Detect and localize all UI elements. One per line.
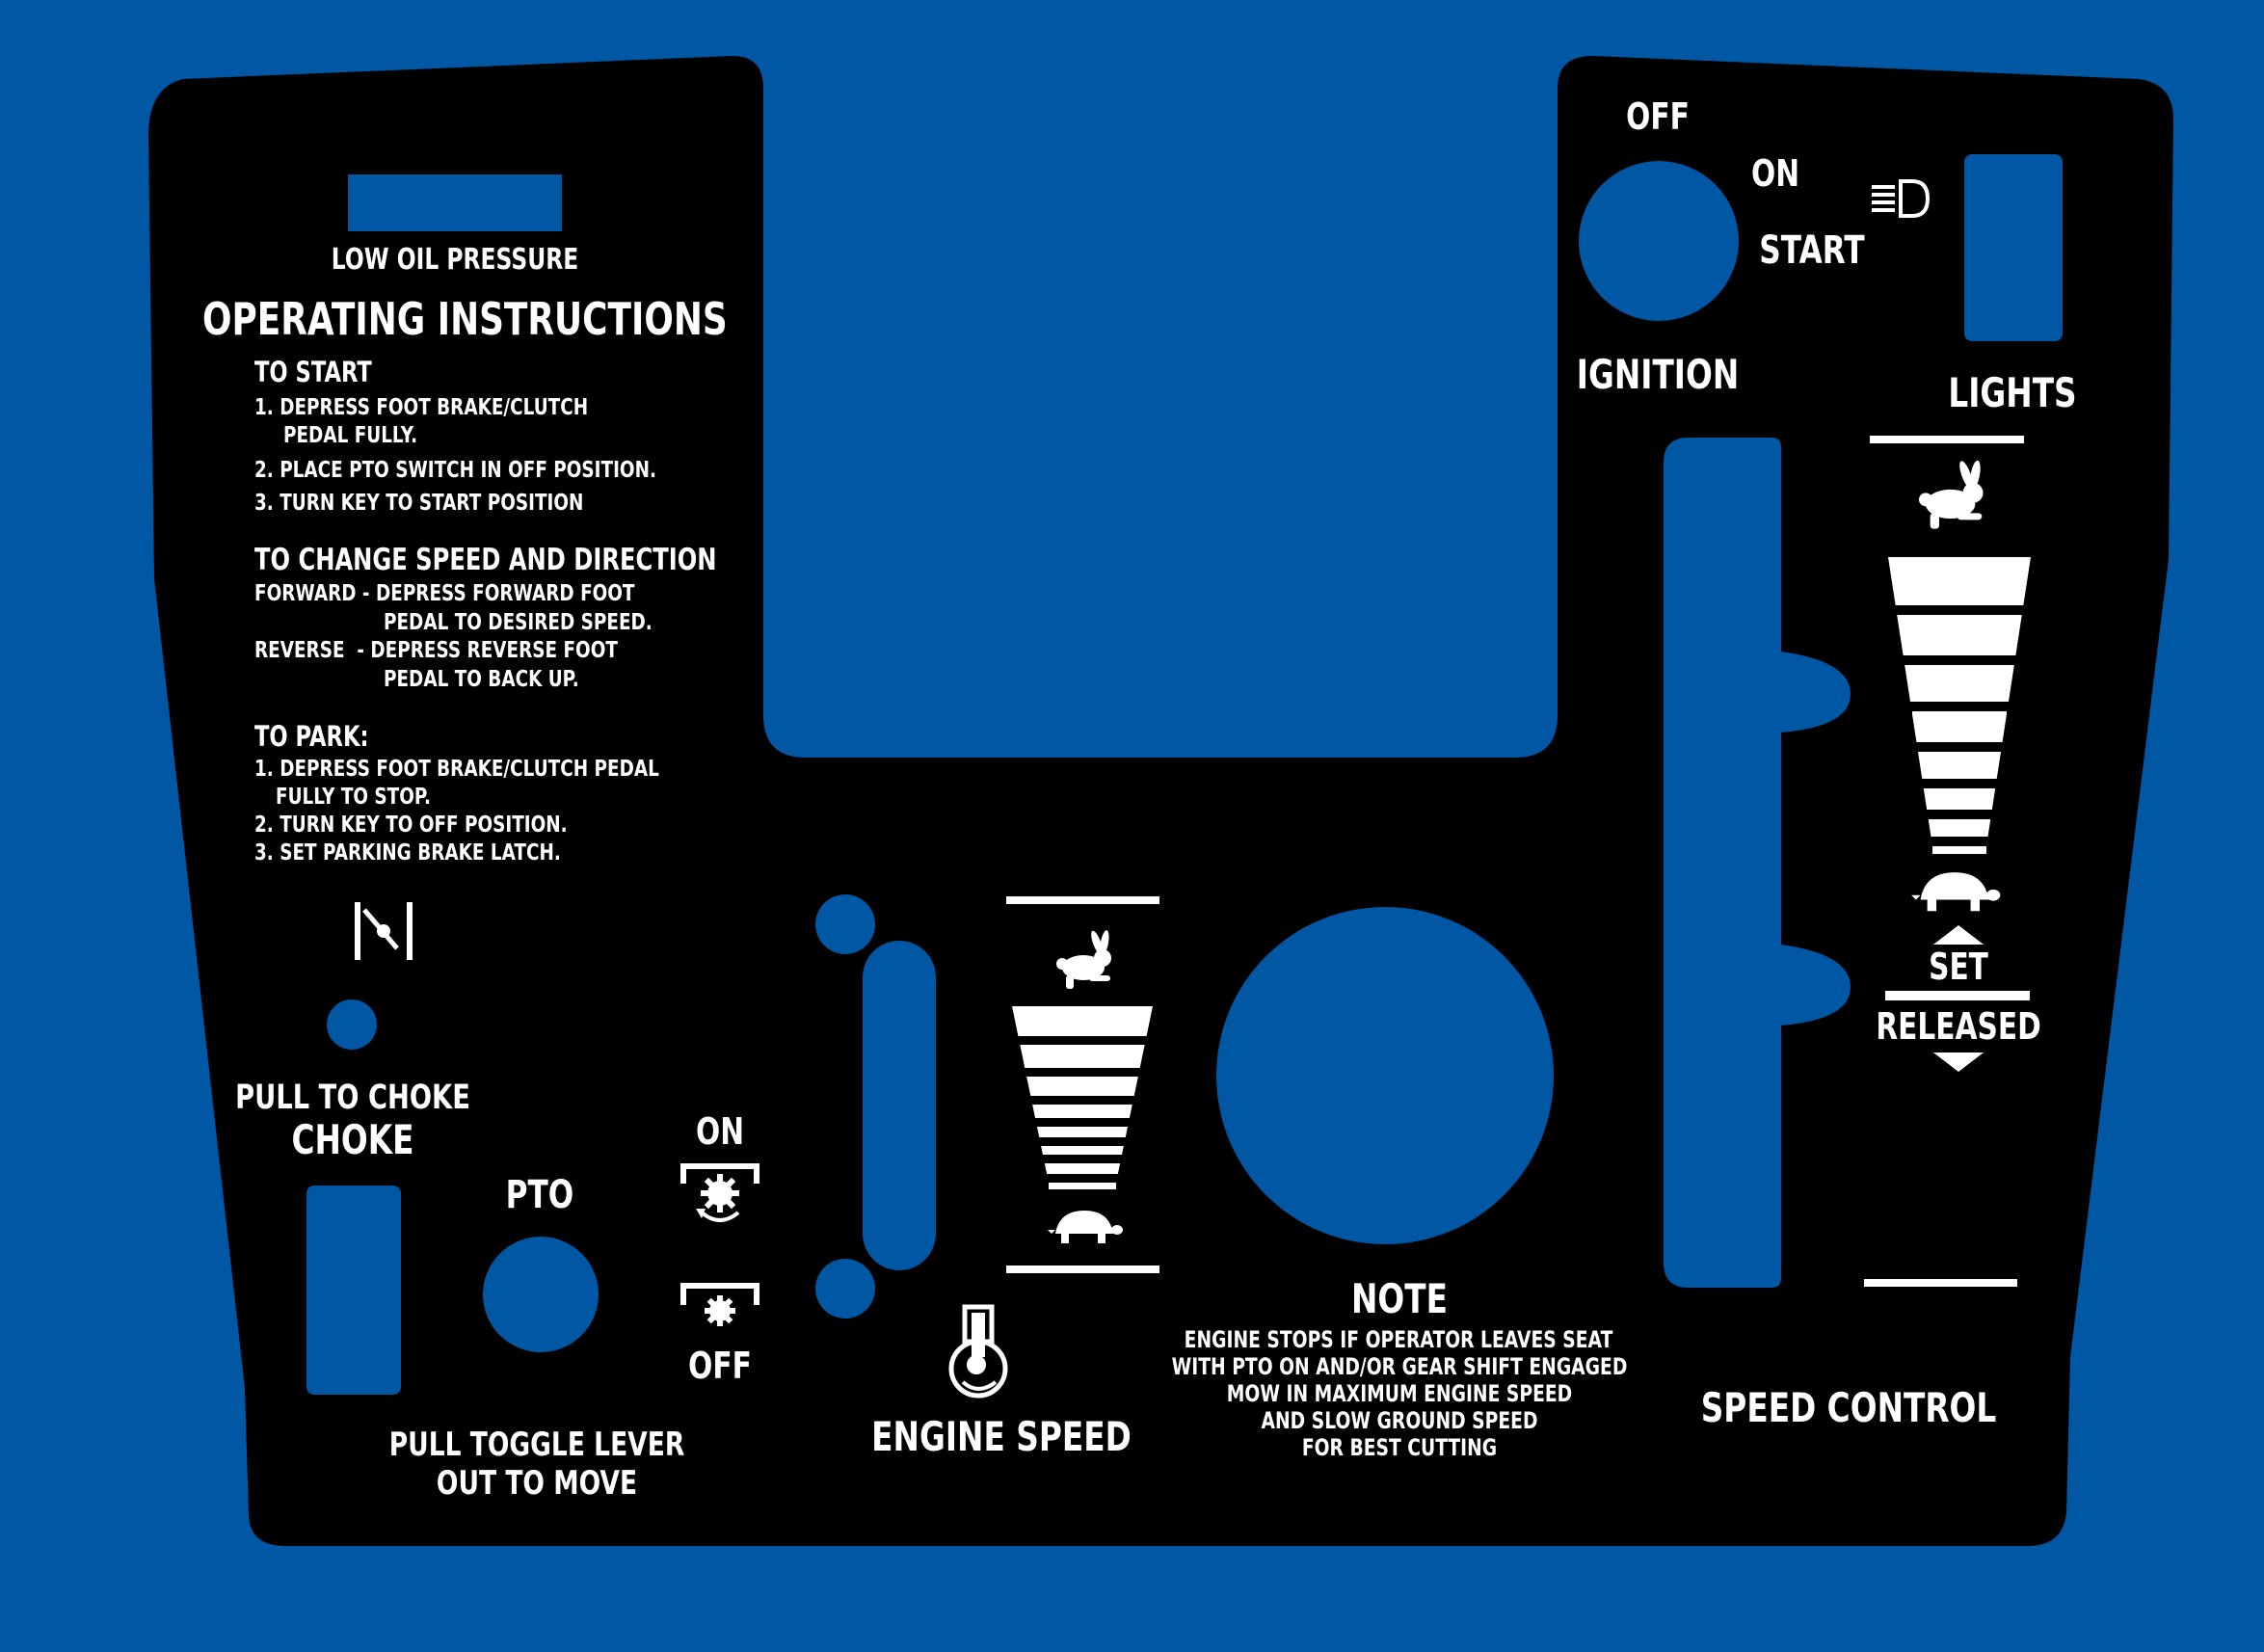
engine-speed-scale-bar — [1020, 1045, 1145, 1068]
choke-knob-slot[interactable] — [306, 1186, 401, 1395]
pto-toggle-line-1: PULL TOGGLE LEVER — [388, 1426, 685, 1464]
pto-label: PTO — [505, 1173, 574, 1217]
forward-instruction-cont: PEDAL TO DESIRED SPEED. — [384, 610, 653, 635]
pto-toggle-line-2: OUT TO MOVE — [436, 1464, 638, 1503]
engine-speed-scale-bar — [1049, 1183, 1116, 1189]
speed-control-scale-bar — [1888, 557, 2031, 605]
choke-label: CHOKE — [291, 1116, 414, 1163]
set-up-arrow-icon — [1933, 925, 1984, 945]
engine-speed-bottom-rule — [1006, 1266, 1159, 1273]
to-start-heading: TO START — [254, 356, 372, 388]
forward-instruction: FORWARD - DEPRESS FORWARD FOOT — [254, 581, 635, 606]
speed-control-scale-bar — [1932, 846, 1986, 854]
panel-plate — [148, 56, 2173, 1546]
speed-control-scale-bar — [1917, 752, 2002, 779]
ignition-start-label: START — [1759, 228, 1865, 273]
start-step-3: 3. TURN KEY TO START POSITION — [254, 491, 584, 516]
engine-speed-rabbit-icon — [1056, 930, 1111, 989]
park-step-2: 2. TURN KEY TO OFF POSITION. — [254, 813, 568, 838]
engine-speed-stop-top — [815, 894, 875, 954]
low-oil-pressure-label: LOW OIL PRESSURE — [331, 243, 579, 277]
note-line-5: FOR BEST CUTTING — [1301, 1434, 1498, 1461]
pto-on-label: ON — [695, 1110, 745, 1153]
speed-control-scale-bar — [1923, 788, 1996, 810]
note-title: NOTE — [1351, 1275, 1448, 1322]
engine-speed-scale-bar — [1032, 1105, 1132, 1118]
note-line-2: WITH PTO ON AND/OR GEAR SHIFT ENGAGED — [1171, 1353, 1628, 1380]
engine-speed-stop-bottom — [815, 1259, 875, 1319]
ignition-on-label: ON — [1750, 152, 1800, 195]
speed-control-scale-bar — [1911, 711, 2008, 742]
engine-speed-scale-bar — [1026, 1077, 1138, 1096]
ignition-off-label: OFF — [1626, 95, 1690, 138]
lights-switch[interactable] — [1964, 154, 2063, 341]
engine-speed-slot[interactable] — [863, 941, 936, 1270]
instructions-title: OPERATING INSTRUCTIONS — [202, 293, 728, 345]
choke-hint: PULL TO CHOKE — [235, 1079, 470, 1117]
to-park-heading: TO PARK: — [254, 720, 369, 753]
engine-speed-scale-bar — [1041, 1146, 1124, 1155]
note-line-4: AND SLOW GROUND SPEED — [1261, 1407, 1538, 1434]
throttle-icon — [948, 1304, 1008, 1399]
set-released-divider — [1885, 991, 2030, 1000]
park-step-1: 1. DEPRESS FOOT BRAKE/CLUTCH PEDAL — [254, 757, 659, 782]
released-label: RELEASED — [1876, 1005, 2041, 1048]
start-step-2: 2. PLACE PTO SWITCH IN OFF POSITION. — [254, 458, 656, 483]
note-line-3: MOW IN MAXIMUM ENGINE SPEED — [1226, 1380, 1573, 1407]
low-oil-pressure-lamp — [348, 174, 562, 231]
speed-control-scale-bar — [1904, 665, 2014, 702]
speed-direction-heading: TO CHANGE SPEED AND DIRECTION — [254, 543, 717, 577]
engine-speed-scale-bar — [1044, 1163, 1121, 1174]
released-down-arrow-icon — [1933, 1052, 1984, 1072]
set-label: SET — [1929, 946, 1988, 988]
park-step-1-cont: FULLY TO STOP. — [276, 785, 431, 810]
reverse-instruction: REVERSE - DEPRESS REVERSE FOOT — [254, 638, 618, 663]
engine-speed-scale-bar — [1036, 1127, 1129, 1137]
engine-speed-scale-bar — [1012, 1006, 1153, 1036]
ignition-label: IGNITION — [1576, 351, 1740, 398]
speed-control-rabbit-icon — [1919, 460, 1984, 529]
steering-column-hole — [1216, 907, 1554, 1244]
pto-switch[interactable] — [483, 1237, 599, 1352]
park-step-3: 3. SET PARKING BRAKE LATCH. — [254, 840, 561, 866]
headlight-icon — [1872, 179, 1931, 218]
choke-icon — [355, 902, 413, 960]
start-step-1-cont: PEDAL FULLY. — [283, 423, 418, 448]
reverse-instruction-cont: PEDAL TO BACK UP. — [384, 667, 579, 692]
pto-off-icon — [680, 1283, 759, 1326]
speed-control-bottom-rule — [1864, 1279, 2017, 1287]
pto-off-label: OFF — [688, 1345, 752, 1387]
engine-speed-label: ENGINE SPEED — [871, 1413, 1132, 1460]
speed-control-turtle-icon — [1911, 872, 2001, 912]
start-step-1: 1. DEPRESS FOOT BRAKE/CLUTCH — [254, 395, 589, 420]
speed-control-slot[interactable] — [1656, 434, 1858, 1292]
lights-label: LIGHTS — [1948, 369, 2077, 416]
pto-on-icon — [680, 1163, 759, 1222]
speed-control-scale-bar — [1897, 615, 2022, 655]
speed-control-scale-bar — [1928, 819, 1991, 837]
speed-control-top-rule — [1870, 436, 2024, 443]
choke-pivot-hole — [327, 999, 377, 1050]
note-line-1: ENGINE STOPS IF OPERATOR LEAVES SEAT — [1184, 1326, 1613, 1353]
speed-control-label: SPEED CONTROL — [1700, 1384, 1997, 1431]
ignition-switch[interactable] — [1579, 161, 1739, 321]
engine-speed-turtle-icon — [1048, 1211, 1123, 1243]
engine-speed-top-rule — [1006, 896, 1159, 904]
